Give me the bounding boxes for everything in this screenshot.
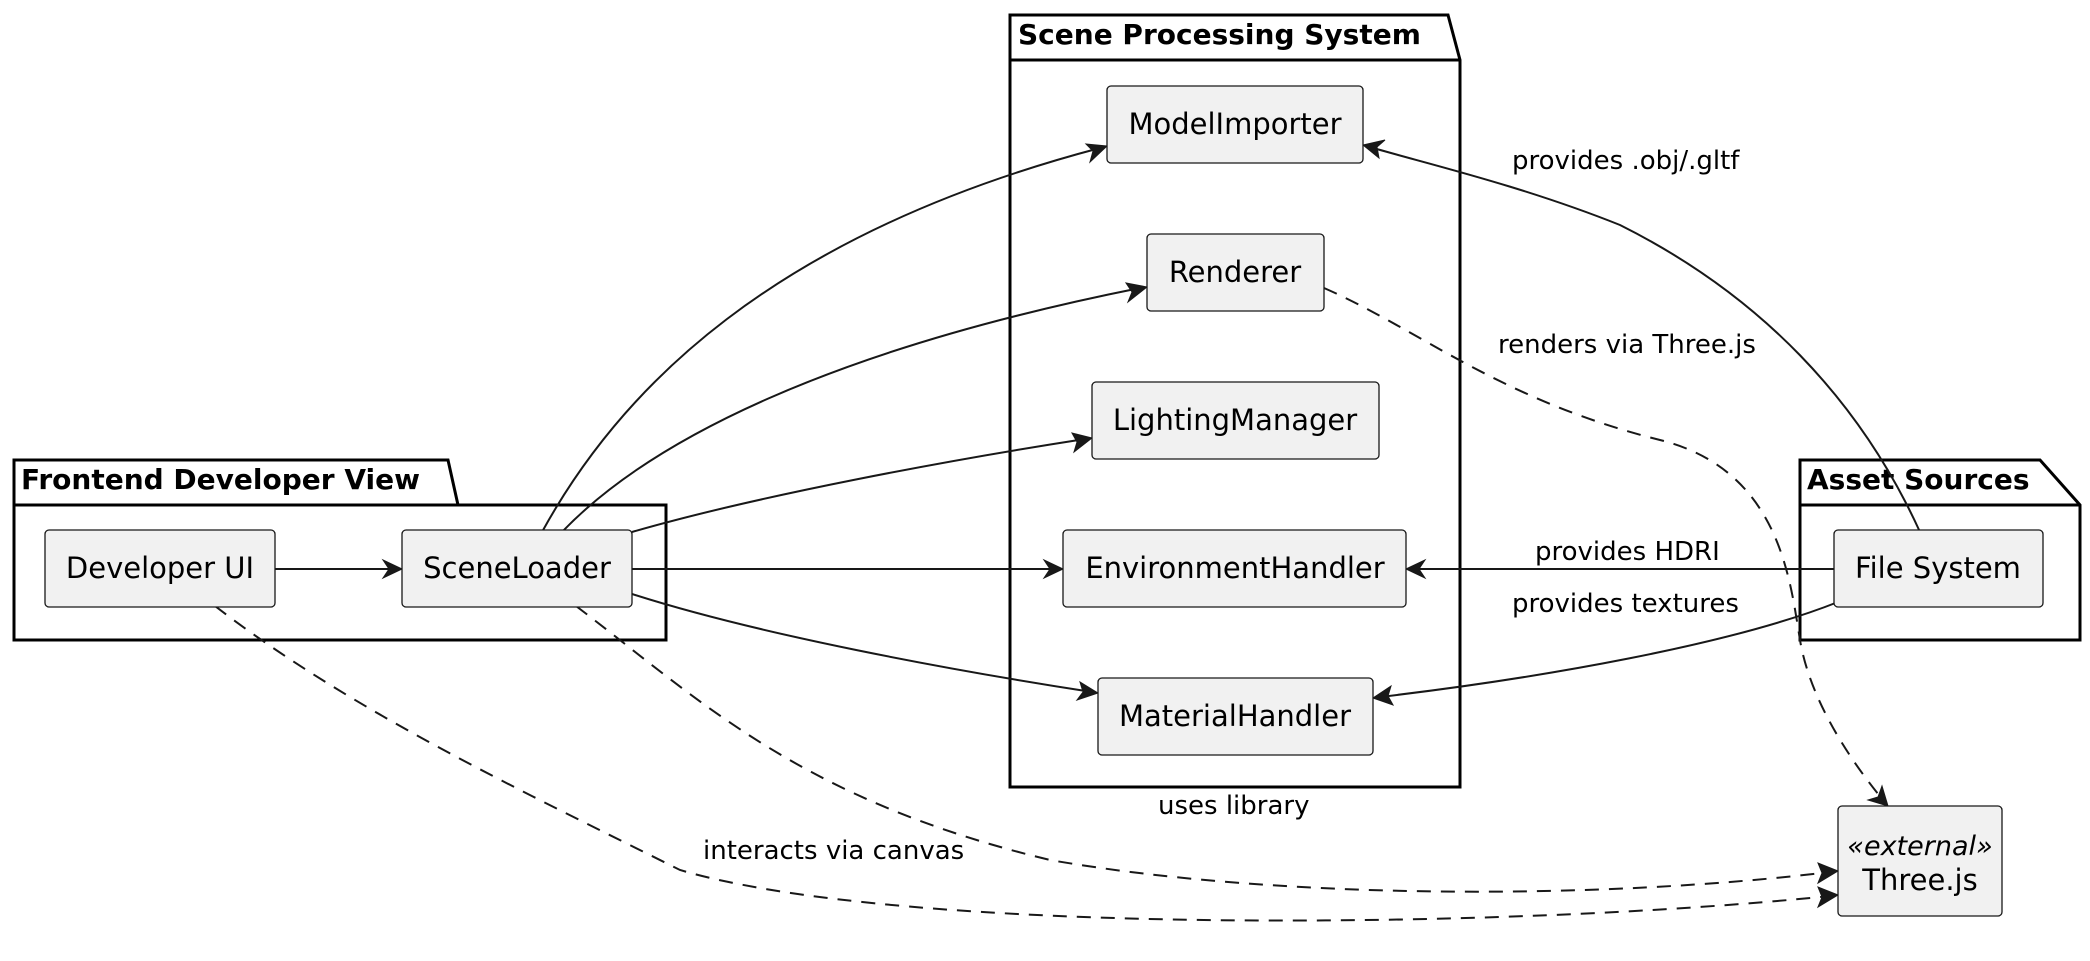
- edge-ui-to-loader: [275, 558, 404, 580]
- edge-filesystem-to-model-importer: [1361, 139, 1921, 533]
- node-label-threejs: Three.js: [1861, 863, 1977, 897]
- edge-loader-to-lighting-manager: [631, 432, 1094, 533]
- node-material-handler[interactable]: MaterialHandler: [1097, 677, 1374, 756]
- edge-loader-to-model-importer: [541, 143, 1109, 533]
- edge-label-interacts-via-canvas: interacts via canvas: [703, 836, 964, 866]
- node-threejs-external[interactable]: «external» Three.js: [1837, 805, 2003, 917]
- edge-label-uses-library: uses library: [1158, 791, 1309, 821]
- edge-label-provides-hdri: provides HDRI: [1535, 537, 1720, 567]
- node-label-scene-loader: SceneLoader: [423, 551, 611, 585]
- edge-loader-to-renderer: [561, 282, 1149, 533]
- package-scene-processing-system: Scene Processing System: [1008, 13, 1462, 789]
- node-scene-loader[interactable]: SceneLoader: [401, 529, 633, 608]
- node-label-developer-ui: Developer UI: [66, 551, 254, 585]
- edge-loader-to-material-handler: [631, 593, 1100, 701]
- edge-renderer-to-threejs: [1323, 287, 1889, 807]
- node-label-material-handler: MaterialHandler: [1119, 699, 1351, 733]
- node-renderer[interactable]: Renderer: [1146, 233, 1325, 312]
- node-label-model-importer: ModelImporter: [1128, 107, 1341, 141]
- edge-ui-to-threejs: [214, 605, 1840, 922]
- node-label-renderer: Renderer: [1169, 255, 1301, 289]
- node-file-system[interactable]: File System: [1833, 529, 2044, 608]
- edge-loader-to-threejs: [575, 605, 1840, 893]
- edge-label-provides-textures: provides textures: [1512, 589, 1739, 619]
- edge-label-provides-obj-gltf: provides .obj/.gltf: [1512, 146, 1740, 176]
- node-developer-ui[interactable]: Developer UI: [44, 529, 276, 608]
- edge-filesystem-to-material-handler: [1371, 601, 1839, 706]
- node-label-file-system: File System: [1855, 551, 2021, 585]
- node-environment-handler[interactable]: EnvironmentHandler: [1062, 529, 1407, 608]
- node-label-environment-handler: EnvironmentHandler: [1085, 551, 1384, 585]
- edge-loader-to-environment-handler: [632, 558, 1065, 580]
- node-model-importer[interactable]: ModelImporter: [1106, 85, 1364, 164]
- node-lighting-manager[interactable]: LightingManager: [1091, 381, 1380, 460]
- package-title-frontend: Frontend Developer View: [21, 463, 420, 496]
- node-stereotype-external: «external»: [1847, 831, 1992, 862]
- node-label-lighting-manager: LightingManager: [1113, 403, 1357, 437]
- edge-filesystem-to-environment-handler: [1404, 558, 1834, 580]
- package-title-asset-sources: Asset Sources: [1807, 463, 2030, 496]
- edge-label-renders-via-threejs: renders via Three.js: [1498, 330, 1756, 360]
- package-asset-sources: Asset Sources: [1798, 458, 2082, 642]
- package-frontend-developer-view: Frontend Developer View: [12, 458, 668, 642]
- package-title-scene-processing: Scene Processing System: [1018, 18, 1421, 51]
